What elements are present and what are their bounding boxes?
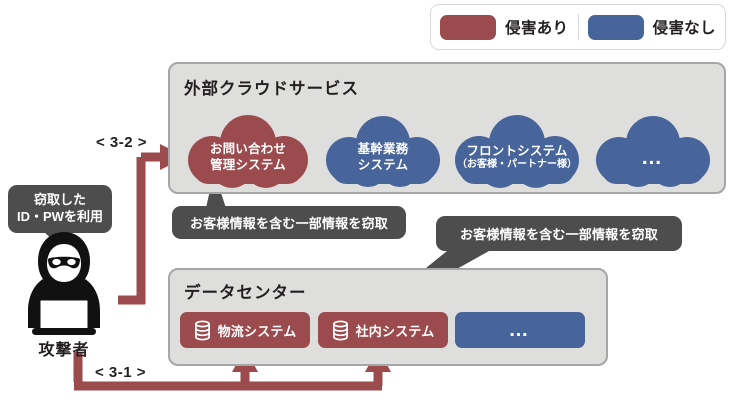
- database-icon: [332, 320, 348, 340]
- cloud-shape: [455, 115, 579, 188]
- cloud-more-systems[interactable]: …: [590, 112, 716, 190]
- callout-dc-data-theft-text: お客様情報を含む一部情報を窃取: [459, 227, 658, 242]
- cloud-shape: [596, 116, 710, 187]
- legend-item-compromised: 侵害あり: [431, 5, 578, 49]
- cloud-inquiry-management-system[interactable]: お問い合わせ 管理システム: [182, 112, 314, 190]
- cloud-panel-title: 外部クラウドサービス: [184, 80, 359, 98]
- callout-cloud-data-theft-text: お客様情報を含む一部情報を窃取: [189, 216, 388, 231]
- callout-cloud-data-theft: お客様情報を含む一部情報を窃取: [172, 206, 406, 239]
- dc-box-logistics-label: 物流システム: [217, 323, 297, 339]
- cloud-shape: [188, 115, 308, 188]
- speech-bubble-line1: 窃取した: [33, 192, 86, 208]
- dc-box-internal-label: 社内システム: [355, 323, 435, 339]
- cloud-front-system[interactable]: フロントシステム （お客様・パートナー様）: [448, 112, 586, 190]
- dc-box-more-ellipsis: …: [508, 319, 532, 341]
- legend-label-safe: 侵害なし: [652, 20, 716, 37]
- legend-swatch-compromised: [440, 14, 497, 40]
- legend-item-safe: 侵害なし: [579, 5, 726, 49]
- hacker-icon: [28, 232, 100, 335]
- cloud-shape: [326, 116, 440, 187]
- dc-box-more-systems[interactable]: …: [455, 312, 585, 348]
- legend-label-compromised: 侵害あり: [505, 20, 569, 37]
- legend-divider: [577, 14, 579, 40]
- attacker-speech-bubble: 窃取した ID・PWを利用: [8, 185, 112, 233]
- attacker-label: 攻撃者: [38, 342, 90, 359]
- step-marker-3-1: < 3-1 >: [95, 364, 147, 381]
- cloud-core-business-system[interactable]: 基幹業務 システム: [320, 112, 446, 190]
- dc-box-internal-system[interactable]: 社内システム: [318, 312, 448, 348]
- legend-swatch-safe: [587, 14, 644, 40]
- callout-dc-data-theft: お客様情報を含む一部情報を窃取: [436, 216, 682, 251]
- speech-bubble-line2: ID・PWを利用: [17, 209, 103, 224]
- database-icon: [194, 320, 210, 340]
- dc-panel-title: データセンター: [184, 284, 307, 302]
- legend: 侵害あり 侵害なし: [430, 4, 726, 50]
- step-marker-3-2: < 3-2 >: [96, 134, 148, 151]
- attacker-figure: [18, 228, 110, 340]
- dc-box-logistics-system[interactable]: 物流システム: [180, 312, 310, 348]
